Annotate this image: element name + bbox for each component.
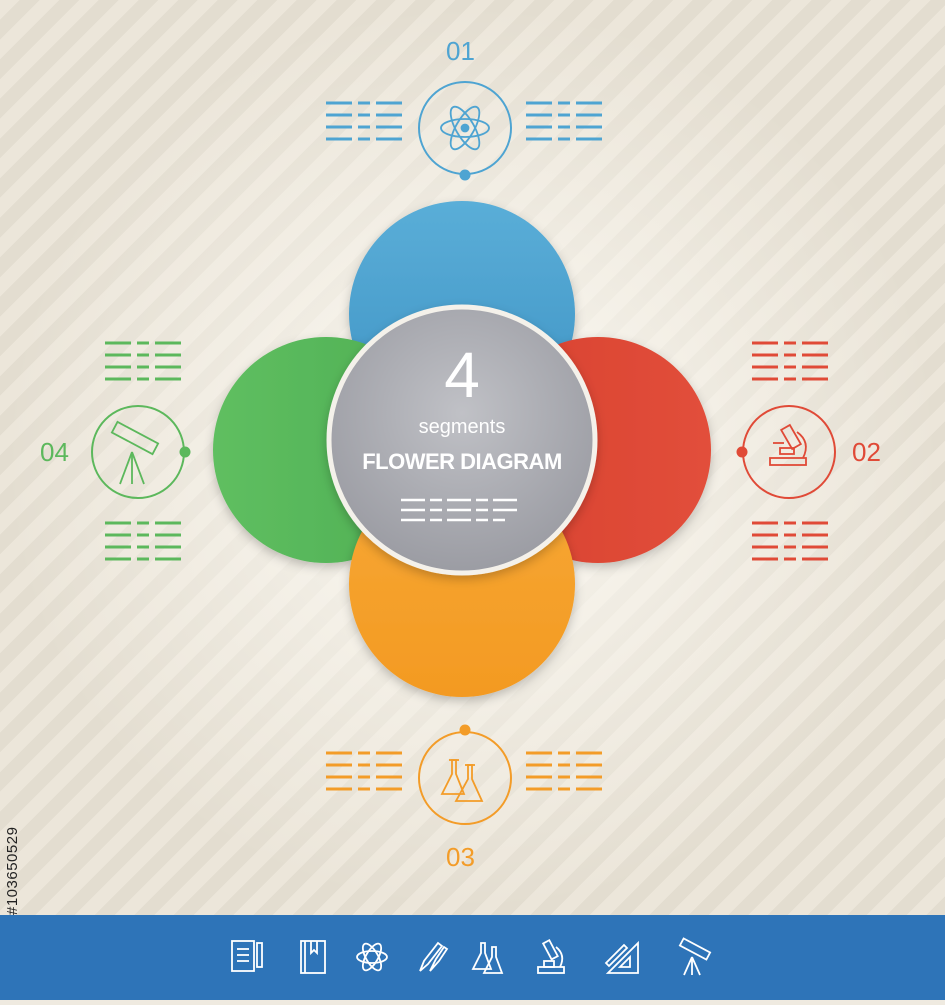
pencils-icon: [419, 941, 449, 972]
segment-04-text-lines: [105, 341, 181, 561]
center-circle: [326, 304, 598, 576]
flasks-icon: [471, 942, 504, 974]
segment-01-badge: [326, 81, 602, 181]
telescope-icon: [678, 937, 712, 976]
document-pen-icon: [231, 940, 263, 972]
center-subtitle: segments: [418, 416, 506, 438]
segment-03-label: 03: [446, 842, 475, 872]
segment-01-label: 01: [446, 36, 475, 66]
segment-04-label: 04: [40, 437, 69, 467]
center-title: FLOWER DIAGRAM: [362, 449, 562, 474]
segment-02-badge: [736, 341, 836, 561]
segment-01-text-lines: [326, 101, 602, 141]
center-text-lines: [401, 498, 518, 522]
ruler-triangle-icon: [604, 940, 639, 974]
atom-icon: [356, 942, 388, 972]
segment-04-badge: [91, 341, 191, 561]
segment-03-badge: [326, 724, 602, 825]
book-icon: [300, 940, 326, 974]
footer-icons: [231, 937, 712, 976]
stock-id: #103650529: [4, 826, 21, 915]
flower-diagram: [91, 81, 836, 825]
footer-icon-bar: [0, 915, 945, 1000]
atom-icon: [440, 105, 490, 151]
microscope-icon: [769, 423, 807, 466]
microscope-icon: [537, 938, 565, 974]
flasks-icon: [440, 759, 484, 802]
segment-03-text-lines: [326, 751, 602, 791]
segment-02-text-lines: [752, 341, 828, 561]
telescope-icon: [110, 420, 160, 485]
center-number: 4: [444, 339, 480, 411]
segment-02-label: 02: [852, 437, 881, 467]
